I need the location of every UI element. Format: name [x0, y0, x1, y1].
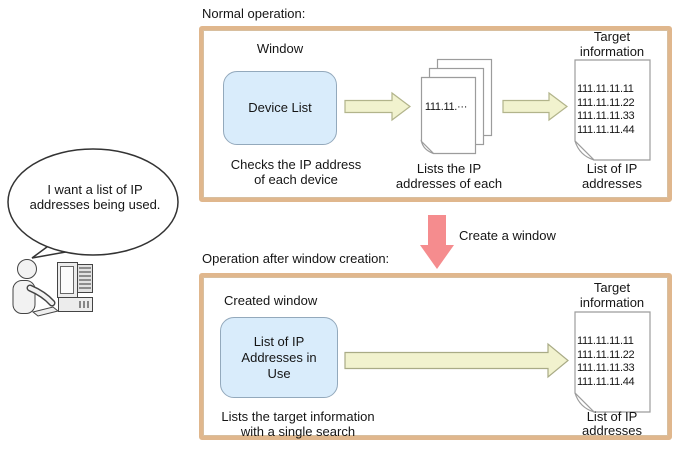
target-information-label: Target information: [579, 280, 645, 310]
create-window-arrow-down-icon: [420, 215, 454, 269]
ip-list-window: List of IP Addresses in Use: [220, 317, 338, 398]
document-stack-icon: [420, 58, 493, 155]
step2-caption: Lists the IP addresses of each: [395, 161, 503, 191]
target-information-label: Target information: [579, 29, 645, 59]
window-label: Window: [256, 41, 304, 56]
device-list-label: Device List: [248, 100, 312, 115]
speech-line-2: addresses being used.: [29, 196, 161, 212]
speech-bubble-icon: [7, 148, 179, 259]
document-icon: [574, 59, 651, 161]
normal-section-title: Normal operation:: [202, 6, 306, 21]
created-window-label: Created window: [224, 293, 318, 308]
flow-arrow-right-icon: [502, 91, 568, 122]
create-window-label: Create a window: [459, 228, 556, 243]
device-list-window: Device List: [223, 71, 337, 145]
document-icon: [574, 311, 651, 413]
after-section-title: Operation after window creation:: [202, 251, 390, 266]
speech-line-1: I want a list of IP: [47, 182, 143, 197]
stack-pages-text: 111.11.···: [424, 101, 468, 113]
ip-list: 111.11.11.11 111.11.11.22 111.11.11.33 1…: [577, 83, 635, 136]
list-of-ip-caption: List of IP addresses: [582, 161, 642, 191]
step1-caption: Checks the IP address of each device: [230, 157, 362, 187]
flow-arrow-right-icon: [344, 342, 569, 379]
speech-bubble-text: I want a list of IP addresses being used…: [18, 182, 172, 212]
flow-arrow-right-icon: [344, 91, 411, 122]
user-at-computer-icon: [12, 259, 93, 317]
ip-list: 111.11.11.11 111.11.11.22 111.11.11.33 1…: [577, 335, 635, 388]
after-caption: Lists the target information with a sing…: [221, 409, 375, 439]
list-of-ip-caption: List of IP addresses: [582, 409, 642, 438]
